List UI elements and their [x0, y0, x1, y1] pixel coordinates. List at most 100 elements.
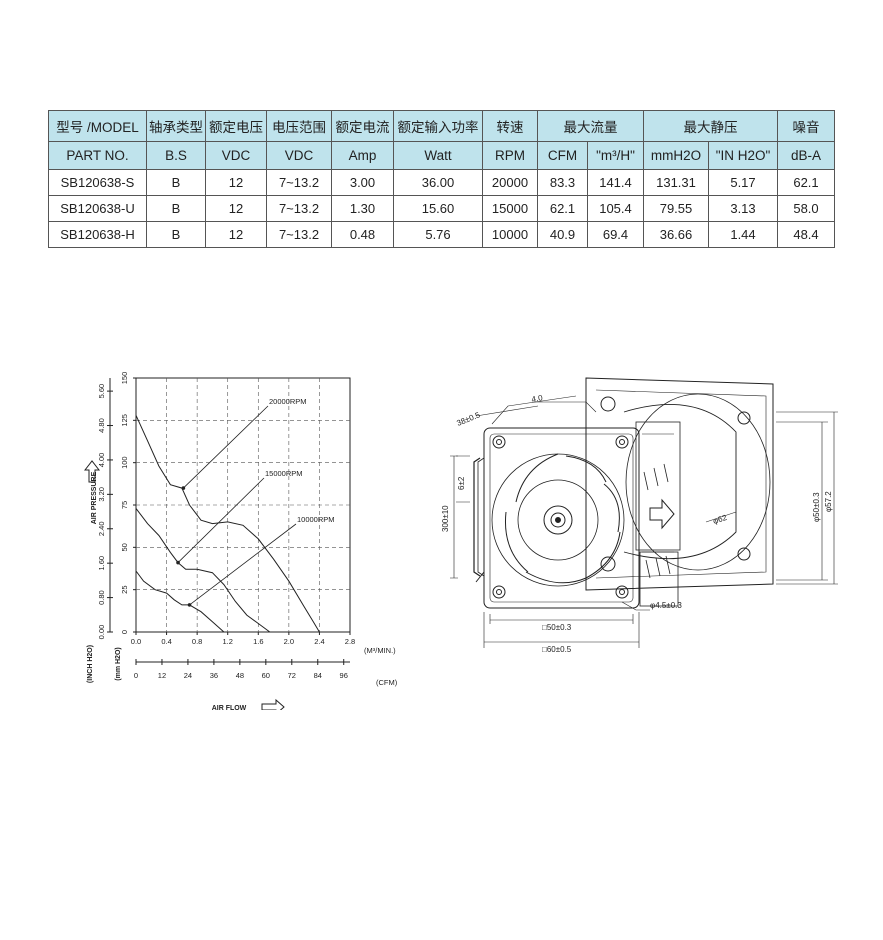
- table-cell: 15.60: [393, 195, 483, 222]
- y-tick-label-mm: 25: [120, 585, 129, 593]
- dim-wire-length: 300±10: [441, 505, 450, 532]
- table-cell: 12: [205, 195, 267, 222]
- table-cell: SB120638-U: [48, 195, 147, 222]
- x-tick-label-cfm: 48: [236, 671, 244, 680]
- header-cell: 电压范围: [266, 110, 332, 142]
- y-tick-label-inch: 1.60: [97, 556, 106, 571]
- table-cell: 12: [205, 169, 267, 196]
- table-cell: 58.0: [777, 195, 835, 222]
- dim-depth: 38±0.5: [455, 410, 482, 428]
- x-tick-label-m3: 0.8: [192, 637, 202, 646]
- dim-bore: φ50±0.3: [812, 492, 821, 522]
- table-cell: 105.4: [587, 195, 644, 222]
- x-tick-label-m3: 2.4: [314, 637, 324, 646]
- table-cell: 36.66: [643, 221, 709, 248]
- table-cell: 62.1: [537, 195, 588, 222]
- table-cell: 12: [205, 221, 267, 248]
- table-cell: 5.76: [393, 221, 483, 248]
- table-cell: 7~13.2: [266, 169, 332, 196]
- table-cell: 20000: [482, 169, 538, 196]
- y-tick-label-mm: 75: [120, 501, 129, 509]
- table-cell: 7~13.2: [266, 195, 332, 222]
- annotation-leader: [183, 405, 269, 489]
- y-unit-inch: (INCH H2O): [87, 645, 94, 683]
- rear-housing-outline: [585, 377, 774, 591]
- table-cell: 3.13: [708, 195, 778, 222]
- annotation-label: 10000RPM: [297, 515, 335, 524]
- table-cell: B: [146, 195, 206, 222]
- y-tick-label-inch: 2.40: [97, 521, 106, 536]
- dim-hole: φ4.5±0.3: [650, 601, 682, 610]
- x-tick-label-cfm: 24: [184, 671, 192, 680]
- y-tick-label-inch: 4.80: [97, 418, 106, 433]
- unit-cell: Watt: [393, 141, 483, 170]
- curve-10000rpm: [135, 570, 225, 633]
- table-cell: 1.44: [708, 221, 778, 248]
- y-unit-mm: (mm H2O): [115, 647, 122, 680]
- mount-hole-bl: [492, 585, 506, 599]
- y-tick-label-mm: 0: [120, 630, 129, 634]
- table-cell: B: [146, 169, 206, 196]
- table-cell: 79.55: [643, 195, 709, 222]
- table-cell: 10000: [482, 221, 538, 248]
- dim-flange: 4.0: [531, 393, 544, 404]
- unit-cell: Amp: [331, 141, 394, 170]
- mount-hole-tl: [492, 435, 506, 449]
- y-tick-label-inch: 4.00: [97, 453, 106, 468]
- unit-cell: PART NO.: [48, 141, 147, 170]
- airflow-arrow-icon: [261, 698, 285, 710]
- x-tick-label-cfm: 0: [134, 671, 138, 680]
- table-cell: 62.1: [777, 169, 835, 196]
- table-cell: 131.31: [643, 169, 709, 196]
- pressure-arrow-icon: [84, 460, 101, 483]
- table-cell: 1.30: [331, 195, 394, 222]
- y-tick-label-mm: 50: [120, 543, 129, 551]
- x-tick-label-cfm: 12: [158, 671, 166, 680]
- annotation-label: 15000RPM: [265, 469, 303, 478]
- y-tick-label-mm: 100: [120, 456, 129, 469]
- unit-cell: RPM: [482, 141, 538, 170]
- header-cell: 额定电流: [331, 110, 394, 142]
- curve-20000rpm: [135, 415, 320, 633]
- x-tick-label-m3: 2.0: [284, 637, 294, 646]
- unit-cell: mmH2O: [643, 141, 709, 170]
- header-cell: 轴承类型: [146, 110, 206, 142]
- unit-cell: CFM: [537, 141, 588, 170]
- header-cell: 额定输入功率: [393, 110, 483, 142]
- unit-cell: dB-A: [777, 141, 835, 170]
- y-tick-label-mm: 150: [120, 372, 129, 385]
- header-cell: 型号 /MODEL: [48, 110, 147, 142]
- y-tick-label-inch: 3.20: [97, 487, 106, 502]
- dim-hole-pitch: □50±0.3: [542, 623, 572, 632]
- table-cell: SB120638-S: [48, 169, 147, 196]
- x-tick-label-cfm: 60: [262, 671, 270, 680]
- unit-cell: "IN H2O": [708, 141, 778, 170]
- table-cell: SB120638-H: [48, 221, 147, 248]
- x-unit-cfm: (CFM): [376, 678, 398, 687]
- unit-cell: VDC: [205, 141, 267, 170]
- annotation-leader: [177, 477, 265, 563]
- header-cell: 噪音: [777, 110, 835, 142]
- table-cell: 48.4: [777, 221, 835, 248]
- x-tick-label-cfm: 84: [314, 671, 322, 680]
- x-tick-label-m3: 1.6: [253, 637, 263, 646]
- unit-cell: "m³/H": [587, 141, 644, 170]
- x-tick-label-cfm: 72: [288, 671, 296, 680]
- fan-dimension-drawing: 38±0.5 4.0 6±2 300±10 φ50±0.3 φ57.2 φ62 …: [441, 377, 838, 654]
- table-cell: B: [146, 221, 206, 248]
- unit-cell: B.S: [146, 141, 206, 170]
- header-cell: 最大静压: [643, 110, 778, 142]
- y-tick-label-inch: 5.60: [97, 384, 106, 399]
- x-tick-label-cfm: 36: [210, 671, 218, 680]
- table-cell: 83.3: [537, 169, 588, 196]
- x-tick-label-m3: 1.2: [222, 637, 232, 646]
- annotation-arrowhead: [181, 486, 186, 490]
- unit-cell: VDC: [266, 141, 332, 170]
- table-cell: 0.48: [331, 221, 394, 248]
